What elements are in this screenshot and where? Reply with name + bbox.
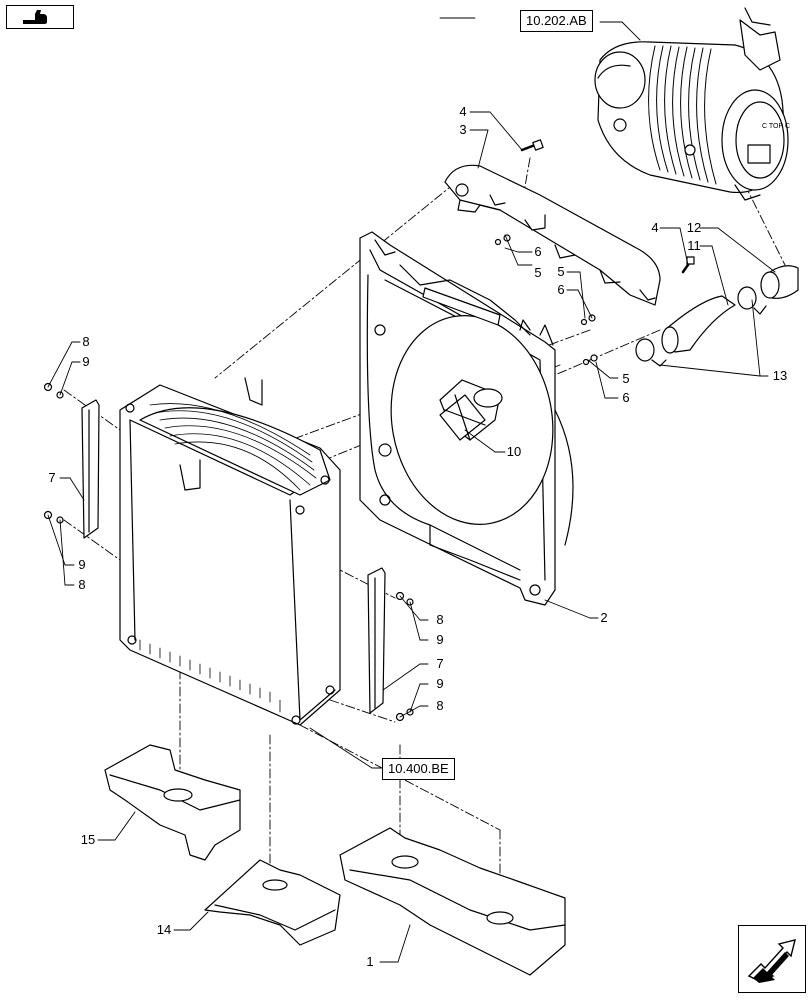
callout-15[interactable]: 15 <box>80 832 96 847</box>
mounting-pads <box>104 744 566 976</box>
callout-11[interactable]: 11 <box>687 238 701 253</box>
hoses-and-clamps <box>635 265 799 367</box>
callout-2[interactable]: 2 <box>600 610 608 625</box>
svg-text:C TOP C: C TOP C <box>762 123 790 130</box>
callout-7-left[interactable]: 7 <box>48 470 56 485</box>
callout-6-upper[interactable]: 6 <box>534 244 542 259</box>
callout-8-left-bottom[interactable]: 8 <box>78 577 86 592</box>
callout-8-right-top[interactable]: 8 <box>436 612 444 627</box>
callout-4-top[interactable]: 4 <box>459 104 467 119</box>
callout-5-mid[interactable]: 5 <box>557 264 565 279</box>
next-page-arrow-icon[interactable] <box>738 925 806 993</box>
callout-10[interactable]: 10 <box>506 444 522 459</box>
callout-6-lower[interactable]: 6 <box>622 390 630 405</box>
callout-1[interactable]: 1 <box>366 954 374 969</box>
callout-9-left-top[interactable]: 9 <box>82 354 90 369</box>
callout-14[interactable]: 14 <box>156 922 172 937</box>
pointing-hand-icon <box>6 5 74 29</box>
reference-radiator[interactable]: 10.400.BE <box>382 758 455 780</box>
callout-9-right-top[interactable]: 9 <box>436 632 444 647</box>
upper-shroud-cover <box>444 164 661 306</box>
callout-4-right[interactable]: 4 <box>651 220 659 235</box>
fasteners <box>494 234 598 366</box>
callout-9-right-bottom[interactable]: 9 <box>436 676 444 691</box>
callout-3[interactable]: 3 <box>459 122 467 137</box>
callout-13[interactable]: 13 <box>772 368 788 383</box>
callout-9-left-bottom[interactable]: 9 <box>78 557 86 572</box>
bolts <box>520 139 695 274</box>
fan <box>439 379 503 441</box>
callout-8-left-top[interactable]: 8 <box>82 334 90 349</box>
side-brackets <box>81 399 386 714</box>
callout-5-upper[interactable]: 5 <box>534 265 542 280</box>
callout-6-mid[interactable]: 6 <box>557 282 565 297</box>
leader-lines <box>47 17 776 963</box>
reference-air-cleaner[interactable]: 10.202.AB <box>520 10 593 32</box>
callout-12[interactable]: 12 <box>686 220 702 235</box>
air-cleaner: C TOP C <box>594 7 790 201</box>
callout-7-right[interactable]: 7 <box>436 656 444 671</box>
radiator <box>119 377 341 726</box>
callout-8-right-bottom[interactable]: 8 <box>436 698 444 713</box>
callout-5-lower[interactable]: 5 <box>622 371 630 386</box>
